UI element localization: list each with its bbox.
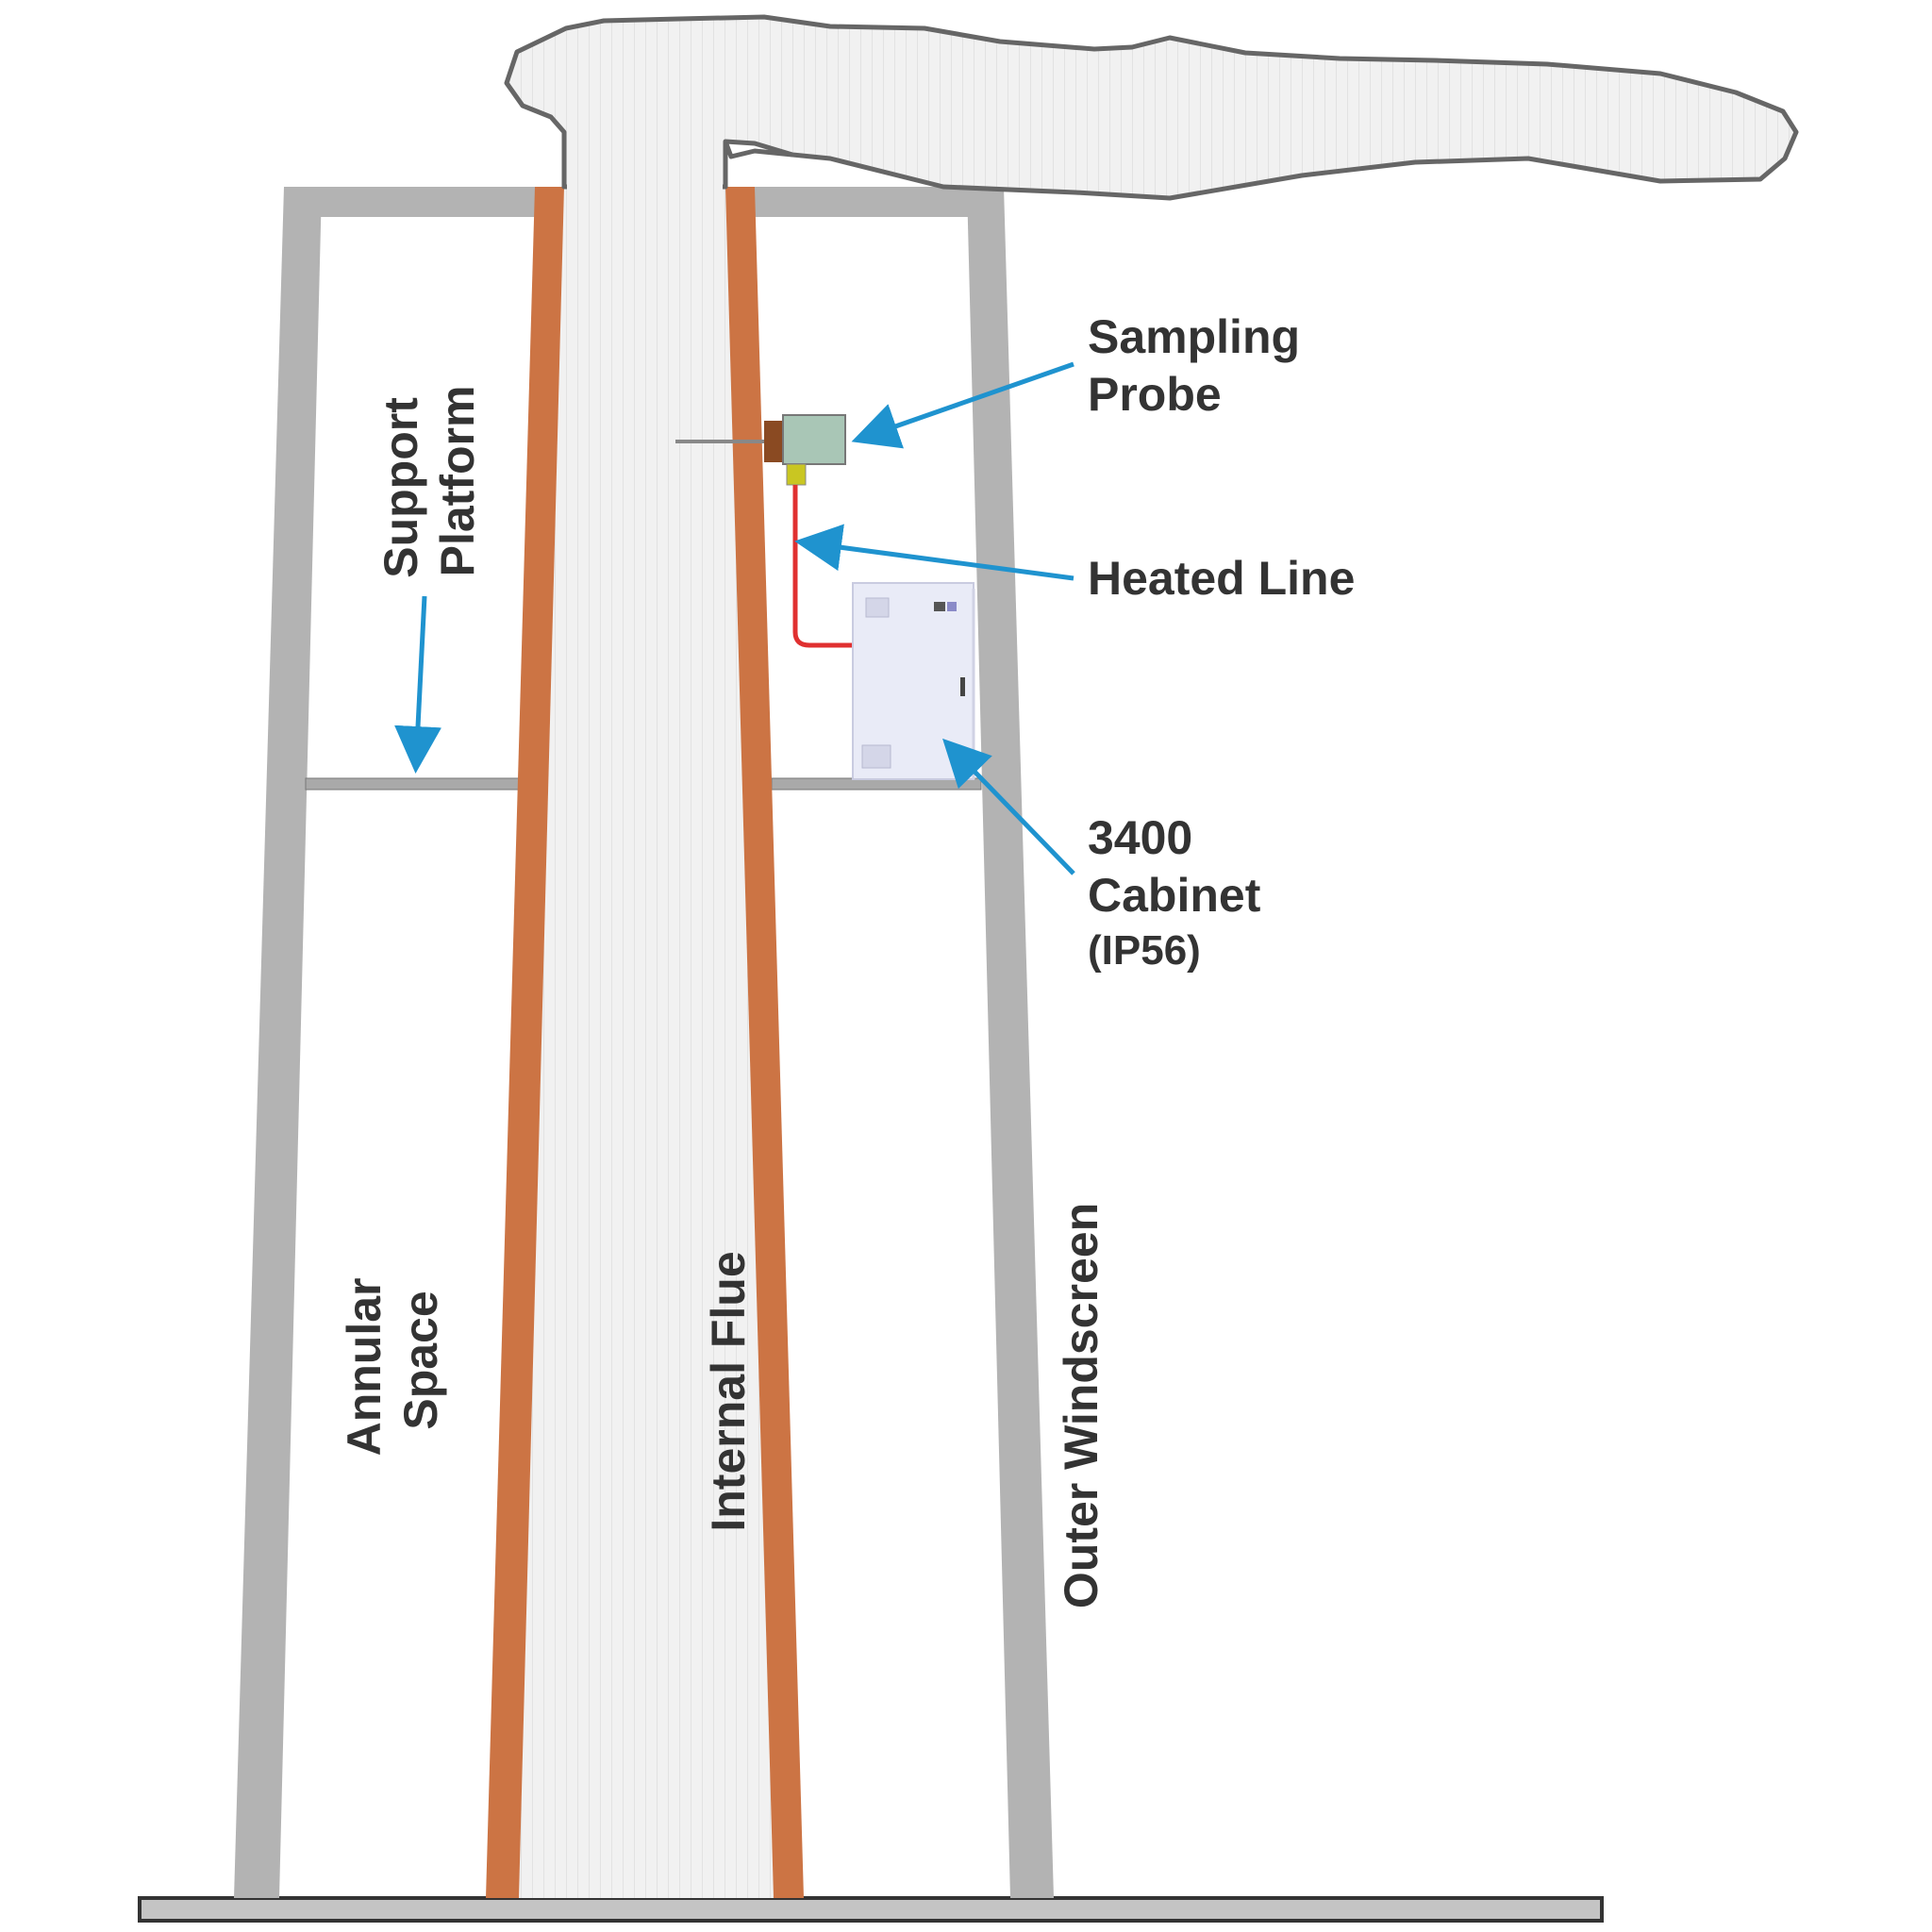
windscreen-top-left <box>284 187 539 217</box>
arrow-cabinet <box>942 738 1075 875</box>
arrow-sampling-probe <box>851 361 1074 449</box>
cabinet-vent-bottom <box>861 744 891 769</box>
outer-windscreen-left-wall <box>234 187 322 1898</box>
support-platform-left <box>305 777 520 791</box>
label-cabinet-line3: (IP56) <box>1088 927 1201 974</box>
cabinet-handle <box>960 677 965 696</box>
plume-notch <box>723 141 793 159</box>
arrow-support-platform <box>394 595 441 774</box>
arrow-heated-line <box>794 524 1074 581</box>
heated-line-tube <box>792 485 855 648</box>
label-cabinet-line2: Cabinet <box>1088 869 1261 922</box>
cabinet-vent-top <box>865 597 890 618</box>
label-outer-windscreen: Outer Windscreen <box>1055 1203 1108 1608</box>
flue-wall-right <box>725 187 804 1898</box>
outer-windscreen-right-wall <box>967 187 1054 1898</box>
label-support-platform-line2: Platform <box>431 386 484 577</box>
exhaust-plume <box>504 14 1799 201</box>
internal-flue <box>519 187 774 1898</box>
label-annular-space: Annular Space <box>338 1265 447 1457</box>
cabinet-display <box>934 602 945 611</box>
flue-wall-left <box>486 187 564 1898</box>
cabinet-3400 <box>852 582 975 780</box>
ground-base <box>138 1896 1604 1923</box>
label-cabinet-line1: 3400 <box>1088 811 1192 864</box>
windscreen-top-right <box>745 187 1004 217</box>
probe-flange <box>764 421 785 462</box>
label-cabinet: 3400 Cabinet (IP56) <box>1088 811 1274 974</box>
label-heated-line: Heated Line <box>1088 552 1355 605</box>
sampling-probe-box <box>782 414 846 465</box>
label-support-platform-line1: Support <box>375 397 427 578</box>
label-annular-space-line1: Annular <box>338 1278 391 1457</box>
probe-connector <box>786 463 807 486</box>
label-sampling-probe-line2: Probe <box>1088 368 1222 421</box>
label-support-platform: Support Platform <box>375 384 484 578</box>
label-annular-space-line2: Space <box>394 1291 447 1429</box>
flue-plume-join <box>567 142 723 191</box>
label-sampling-probe: Sampling Probe <box>1088 310 1313 421</box>
label-sampling-probe-line1: Sampling <box>1088 310 1300 363</box>
label-internal-flue: Internal Flue <box>702 1251 755 1531</box>
